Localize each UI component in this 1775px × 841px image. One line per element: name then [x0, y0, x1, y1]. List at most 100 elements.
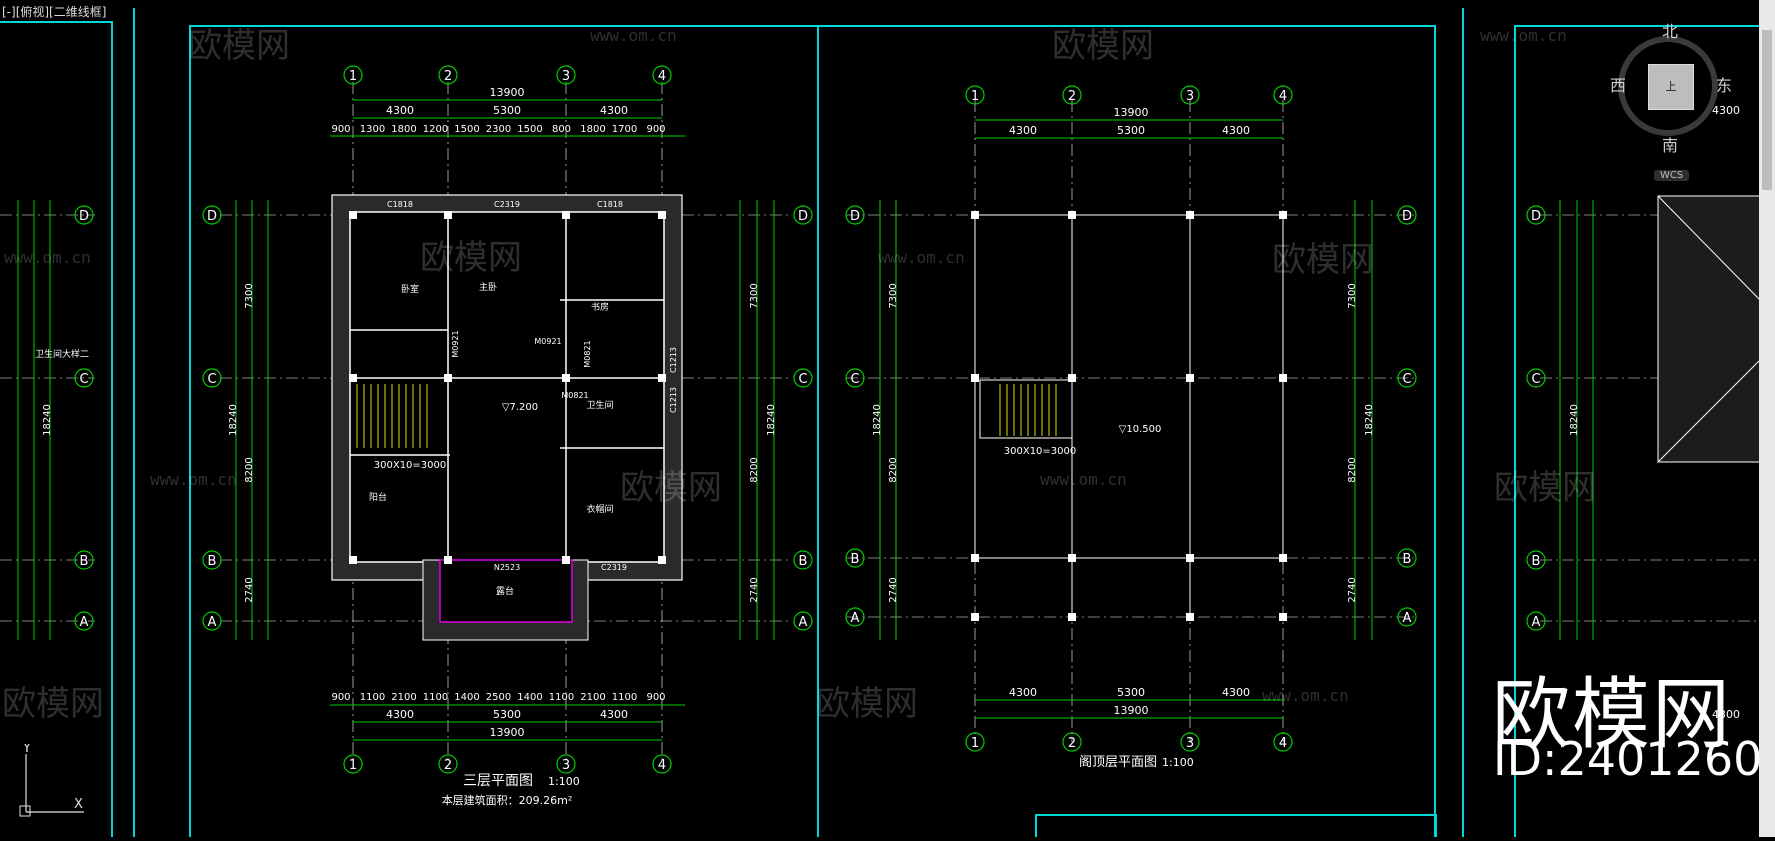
axis-bubble-right	[793, 205, 813, 225]
vertical-scrollbar[interactable]	[1759, 0, 1775, 837]
axis-bubble-bottom	[343, 754, 363, 774]
axis-bubble-bottom	[1273, 732, 1293, 752]
dim-side-total: 18240	[1364, 404, 1375, 436]
scrollbar-thumb[interactable]	[1762, 30, 1772, 190]
dim-side-span: 2740	[749, 577, 760, 602]
edge-roof-ridge	[1657, 359, 1761, 463]
dim-side-span: 7300	[888, 283, 899, 308]
door-window-tag: M0821	[561, 391, 588, 400]
column	[658, 556, 666, 564]
view-cube-top-face[interactable]: 上	[1648, 64, 1694, 110]
dim-total-bottom: 13900	[1114, 704, 1149, 717]
door-window-tag: C1213	[669, 387, 678, 413]
door-window-tag: C1818	[387, 200, 413, 209]
dim-side-span: 7300	[1347, 283, 1358, 308]
axis-bubble-top	[1180, 85, 1200, 105]
watermark-brand: 欧模网	[188, 26, 290, 66]
dim-side-span: 2740	[244, 577, 255, 602]
column	[1068, 613, 1076, 621]
axis-bubble-bottom-label: 1	[349, 758, 357, 773]
room-label: 露台	[496, 585, 514, 597]
dim-span-bottom: 4300	[1009, 686, 1037, 699]
north-label[interactable]: 北	[1662, 22, 1679, 41]
dim-span-bottom: 4300	[386, 708, 414, 721]
view-cube[interactable]: 北 西 东 南 上 WCS	[1610, 12, 1733, 182]
dim-span-top: 4300	[1009, 124, 1037, 137]
column	[1068, 374, 1076, 382]
east-label[interactable]: 东	[1716, 76, 1733, 95]
room-label: 卧室	[401, 283, 419, 295]
door-window-tag: C2319	[601, 563, 627, 572]
south-label[interactable]: 南	[1662, 136, 1679, 155]
dim-span-top: 4300	[1222, 124, 1250, 137]
edge-axis-bubble-label: A	[80, 615, 89, 630]
axis-bubble-right	[1397, 368, 1417, 388]
axis-bubble-bottom	[652, 754, 672, 774]
dim-side-total: 18240	[228, 404, 239, 436]
axis-bubble-left	[845, 205, 865, 225]
watermark-url: www.om.cn	[150, 470, 237, 489]
axis-bubble-left	[845, 607, 865, 627]
edge-axis-bubble	[74, 205, 94, 225]
door-window-tag: M0921	[451, 330, 460, 357]
axis-bubble-left-label: C	[850, 372, 859, 387]
viewport-controls-label[interactable]: [-][俯视][二维线框]	[2, 5, 107, 19]
compass-ring[interactable]	[1618, 36, 1718, 136]
dim-detail-top: 1500	[517, 124, 542, 135]
axis-bubble-left-label: C	[207, 372, 216, 387]
axis-bubble-top	[652, 65, 672, 85]
dim-detail-top: 800	[552, 124, 571, 135]
dim-detail-bottom: 1100	[612, 692, 637, 703]
watermark-url: www.om.cn	[590, 26, 677, 45]
svg-text:X: X	[74, 797, 83, 812]
edge-axis-bubble	[74, 550, 94, 570]
sheet-frames	[0, 8, 1775, 841]
edge-dim-total: 18240	[1569, 404, 1580, 436]
axis-bubble-right-label: B	[799, 554, 808, 569]
stair-label: 300X10=3000	[1004, 446, 1077, 457]
edge-roof-ridge	[1657, 195, 1761, 301]
column	[971, 211, 979, 219]
dim-detail-bottom: 1400	[454, 692, 479, 703]
dim-side-span: 8200	[1347, 457, 1358, 482]
axis-bubble-left	[202, 368, 222, 388]
axis-bubble-top-label: 3	[562, 69, 570, 84]
column	[1279, 554, 1287, 562]
door-window-tag: N2523	[494, 563, 520, 572]
edge-axis-bubble	[1526, 205, 1546, 225]
axis-bubble-left	[845, 548, 865, 568]
room-label: 主卧	[479, 281, 497, 293]
column	[1186, 613, 1194, 621]
axis-bubble-left-label: D	[850, 209, 860, 224]
west-label[interactable]: 西	[1610, 76, 1627, 95]
axis-bubble-right-label: C	[1402, 372, 1411, 387]
axis-bubble-top-label: 1	[349, 69, 357, 84]
edge-detail-label: 卫生间大样二	[35, 348, 89, 360]
dim-detail-bottom: 1100	[423, 692, 448, 703]
edge-axis-bubble	[1526, 368, 1546, 388]
dim-total-top: 13900	[490, 86, 525, 99]
axis-bubble-top	[343, 65, 363, 85]
watermark-url: www.om.cn	[1040, 470, 1127, 489]
terrace-rail	[439, 559, 573, 623]
column	[562, 556, 570, 564]
axis-bubble-bottom-label: 2	[1068, 736, 1076, 751]
room-label: 阳台	[369, 491, 387, 503]
dim-span-bottom: 5300	[1117, 686, 1145, 699]
column	[444, 374, 452, 382]
dim-detail-bottom: 2100	[580, 692, 605, 703]
edge-axis-bubble-label: B	[1532, 554, 1541, 569]
edge-axis-bubble	[1526, 611, 1546, 631]
edge-axis-bubble-label: D	[79, 209, 89, 224]
dim-side-span: 2740	[1347, 577, 1358, 602]
column	[1186, 374, 1194, 382]
column	[349, 556, 357, 564]
watermark-brand: 欧模网	[1052, 26, 1154, 66]
wcs-menu[interactable]: WCS	[1654, 170, 1690, 181]
column	[1068, 211, 1076, 219]
brand-stamp-name: 欧模网	[1492, 670, 1733, 760]
